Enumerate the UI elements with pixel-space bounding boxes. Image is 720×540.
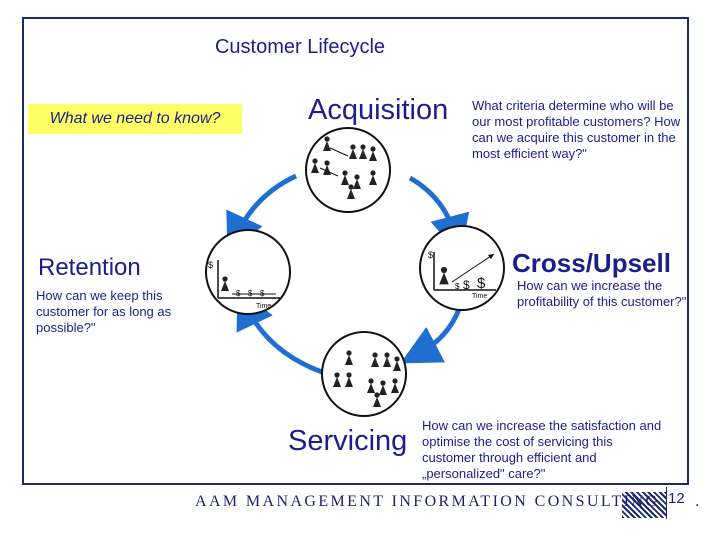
retention-dollar-axis: $: [208, 260, 213, 270]
stage-retention-label: Retention: [38, 254, 141, 281]
retention-dollar-2: $: [248, 289, 253, 298]
cross-dollar-axis: $: [428, 250, 433, 260]
servicing-question: How can we increase the satisfaction and…: [422, 418, 662, 481]
page-number: 12: [668, 490, 685, 507]
retention-dollar-1: $: [236, 289, 241, 298]
page-number-box: [666, 487, 695, 519]
retention-graph-icon: $ $ $ $ Time: [205, 229, 291, 315]
stage-cross-upsell-label: Cross/Upsell: [512, 248, 671, 278]
cross-dollar-1: $: [455, 282, 460, 291]
retention-dollar-3: $: [260, 289, 265, 298]
arrow-servicing-to-retention: [236, 287, 323, 375]
slide-title: Customer Lifecycle: [214, 36, 386, 58]
need-to-know-label: What we need to know?: [28, 104, 242, 134]
cross-dollar-2: $: [463, 278, 470, 292]
cross-dollar-3: $: [477, 275, 486, 292]
cross-upsell-question: How can we increase the profitability of…: [517, 278, 687, 309]
servicing-group-icon: [321, 331, 407, 417]
retention-question: How can we keep this customer for as lon…: [36, 288, 172, 335]
acquisition-group-icon: [305, 127, 391, 213]
company-logo: [622, 492, 666, 518]
company-footer: AAM MANAGEMENT INFORMATION CONSULTING Lt…: [195, 493, 702, 510]
stage-acquisition-label: Acquisition: [308, 94, 449, 126]
stage-servicing-label: Servicing: [288, 425, 408, 457]
retention-time-axis: Time: [256, 303, 271, 310]
arrow-acquisition-to-retention: [226, 173, 298, 255]
slide-frame: [22, 17, 689, 485]
cross-upsell-graph-icon: $ $ $ $ Time: [419, 225, 505, 311]
acquisition-question: What criteria determine who will be our …: [472, 98, 681, 161]
cross-time-axis: Time: [472, 293, 487, 300]
